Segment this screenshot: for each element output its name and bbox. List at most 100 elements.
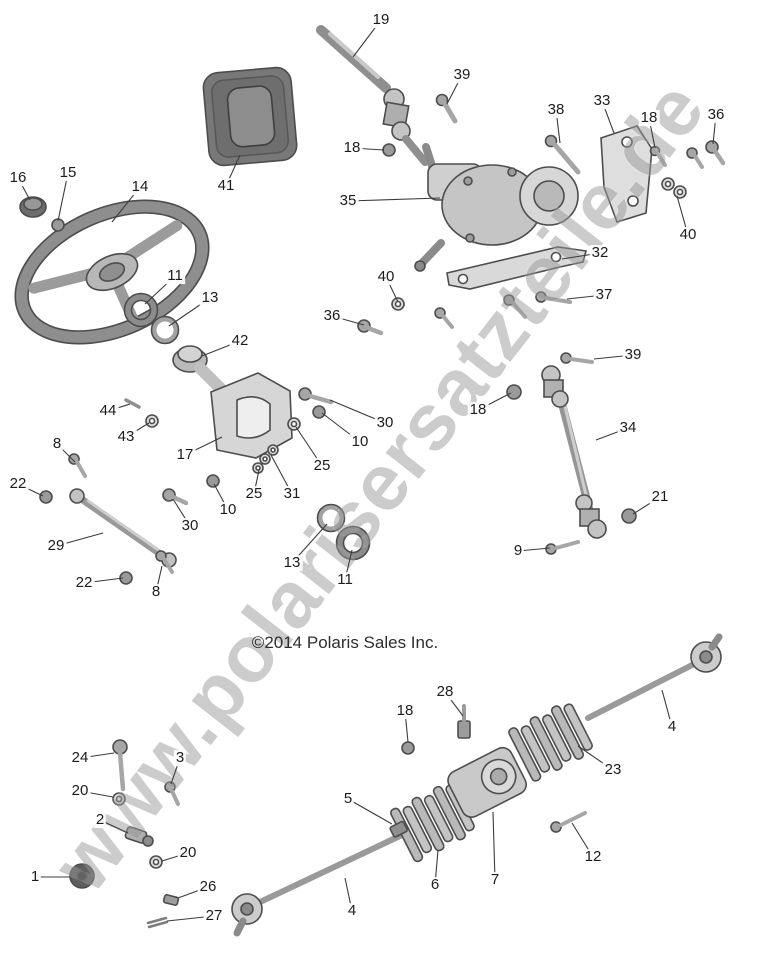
gear-housing-7 (447, 746, 527, 818)
callout-label-25: 25 (243, 485, 265, 503)
callout-label-34: 34 (617, 419, 639, 437)
bracket-hardware-row (357, 291, 572, 336)
callout-label-24: 24 (69, 749, 91, 767)
callout-label-21: 21 (649, 488, 671, 506)
callout-label-29: 29 (45, 537, 67, 555)
mount-bracket-32 (446, 246, 588, 290)
washer-20-lower (149, 855, 163, 869)
callout-label-32: 32 (589, 244, 611, 262)
nut-21 (621, 508, 637, 524)
callout-label-9: 9 (511, 542, 525, 560)
callout-label-35: 35 (337, 192, 359, 210)
callout-label-11: 11 (335, 571, 355, 589)
callout-label-37: 37 (593, 286, 615, 304)
leader-line (492, 811, 496, 881)
bolt-38-icon (544, 134, 581, 175)
intermediate-shaft-34 (541, 365, 607, 539)
callout-label-18: 18 (341, 139, 363, 157)
callout-label-5: 5 (341, 790, 355, 808)
callout-label-38: 38 (545, 101, 567, 119)
cap-16 (19, 196, 47, 218)
callout-label-13: 13 (281, 554, 303, 572)
callout-label-33: 33 (591, 92, 613, 110)
callout-label-39: 39 (622, 346, 644, 364)
callout-label-2: 2 (93, 811, 107, 829)
callout-label-12: 12 (582, 848, 604, 866)
callout-label-8: 8 (149, 583, 163, 601)
leader-line (347, 798, 393, 825)
nut-10-lower (206, 474, 220, 488)
callout-label-19: 19 (370, 11, 392, 29)
bolt-30-lower (162, 488, 189, 506)
callout-label-36: 36 (321, 307, 343, 325)
bolt-8-lower (155, 550, 174, 574)
bushing-1-icon (69, 863, 95, 889)
callout-label-3: 3 (173, 749, 187, 767)
bolt-12-icon (550, 811, 587, 833)
callout-label-18: 18 (467, 401, 489, 419)
callout-label-11: 11 (165, 267, 185, 285)
callout-label-15: 15 (57, 164, 79, 182)
callout-label-18: 18 (638, 109, 660, 127)
washers-31 (259, 444, 279, 465)
callout-label-40: 40 (375, 268, 397, 286)
steering-wheel-14 (14, 199, 210, 345)
bolt-8-upper (68, 453, 87, 478)
callout-label-20: 20 (69, 782, 91, 800)
cotter-pin-27-icon (146, 916, 169, 929)
washer-25-upper (287, 417, 301, 431)
column-bracket-17 (210, 372, 293, 459)
callout-label-41: 41 (215, 177, 237, 195)
callout-label-18: 18 (394, 702, 416, 720)
bolt-39-top-icon (435, 93, 458, 124)
callout-label-17: 17 (174, 446, 196, 464)
callout-label-14: 14 (129, 178, 151, 196)
leader-line (347, 197, 441, 202)
callout-label-27: 27 (203, 907, 225, 925)
washers-40-right (661, 177, 687, 199)
callout-label-20: 20 (177, 844, 199, 862)
coupler-42 (172, 345, 228, 396)
nut-10-upper (312, 405, 326, 419)
nut-43 (145, 414, 159, 428)
steering-gearbox-35 (414, 143, 579, 272)
bolt-39-mid (560, 352, 594, 364)
bearing-11-lower (335, 525, 371, 561)
callout-label-30: 30 (179, 517, 201, 535)
callout-label-22: 22 (7, 475, 29, 493)
bolts-36-right (686, 140, 726, 169)
joint-2-icon (124, 826, 154, 847)
callout-label-30: 30 (374, 414, 396, 432)
fastener-3-icon (164, 781, 180, 806)
nut-18-mid (506, 384, 522, 400)
callout-label-23: 23 (602, 761, 624, 779)
callout-label-6: 6 (428, 876, 442, 894)
callout-label-10: 10 (349, 433, 371, 451)
bolt-24-icon (112, 739, 128, 792)
callout-label-1: 1 (28, 868, 42, 886)
seal-13-lower (316, 503, 346, 533)
callout-label-4: 4 (345, 902, 359, 920)
callout-label-13: 13 (199, 289, 221, 307)
callout-label-7: 7 (488, 871, 502, 889)
callout-label-8: 8 (50, 435, 64, 453)
nut-22-upper (39, 490, 53, 504)
callout-label-22: 22 (73, 574, 95, 592)
callout-label-36: 36 (705, 106, 727, 124)
washer-20-upper (112, 792, 126, 806)
bearing-11-upper (123, 292, 159, 328)
spacer-26-icon (162, 894, 180, 906)
rack-and-pinion-assembly (231, 633, 723, 937)
bolt-9-icon (545, 540, 580, 555)
seal-13-upper (150, 315, 180, 345)
callout-label-26: 26 (197, 878, 219, 896)
callout-label-42: 42 (229, 332, 251, 350)
callout-label-43: 43 (115, 428, 137, 446)
callout-label-31: 31 (281, 485, 303, 503)
callout-label-4: 4 (665, 718, 679, 736)
callout-label-44: 44 (97, 402, 119, 420)
boot-clamp-5 (389, 820, 408, 838)
